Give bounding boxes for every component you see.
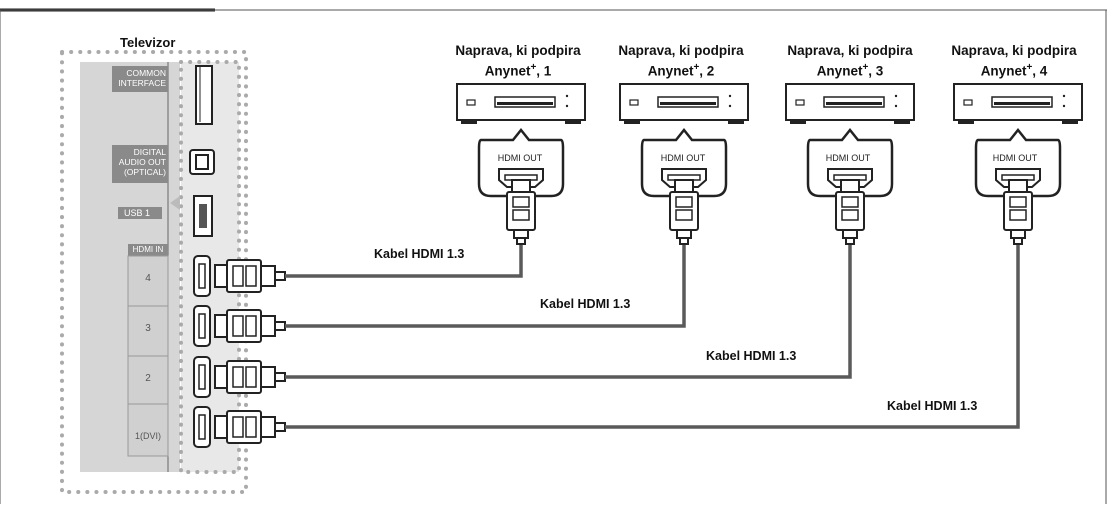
device-label-4: Naprava, ki podpira Anynet+, 4 bbox=[939, 42, 1089, 80]
hdmi-in-port-3: 3 bbox=[145, 323, 151, 334]
tv-plug-4 bbox=[214, 415, 228, 439]
tv-plug-1 bbox=[214, 264, 228, 288]
device-label-1: Naprava, ki podpira Anynet+, 1 bbox=[443, 42, 593, 80]
device-3-sup: + bbox=[862, 62, 869, 73]
device-2-hdmi-out-label: HDMI OUT bbox=[660, 153, 706, 163]
usb-label: USB 1 bbox=[124, 208, 151, 218]
cable-label-2: Kabel HDMI 1.3 bbox=[540, 297, 631, 311]
device-2-sup: + bbox=[693, 62, 700, 73]
common-interface-label: COMMON INTERFACE bbox=[118, 68, 166, 88]
cable-1 bbox=[285, 242, 523, 278]
cable-3 bbox=[285, 242, 852, 379]
hdmi-in-port-1-dvi: 1(DVI) bbox=[134, 431, 161, 441]
hdmi-in-label: HDMI IN bbox=[132, 245, 164, 254]
anynet-devices bbox=[456, 83, 1083, 245]
device-label-3: Naprava, ki podpira Anynet+, 3 bbox=[775, 42, 925, 80]
device-2-num: , 2 bbox=[699, 63, 715, 79]
device-3-line2: Anynet bbox=[816, 63, 863, 79]
device-plug-3 bbox=[840, 179, 860, 193]
cable-label-3: Kabel HDMI 1.3 bbox=[706, 349, 797, 363]
hdmi-in-port-2: 2 bbox=[145, 373, 151, 384]
device-3-num: , 3 bbox=[868, 63, 884, 79]
tv-hdmi-ports bbox=[193, 255, 211, 448]
device-label-2: Naprava, ki podpira Anynet+, 2 bbox=[606, 42, 756, 80]
device-4-sup: + bbox=[1026, 62, 1033, 73]
digital-audio-out-label: DIGITAL AUDIO OUT (OPTICAL) bbox=[118, 147, 166, 177]
tv-outline-dotted bbox=[60, 50, 248, 494]
device-2-line1: Naprava, ki podpira bbox=[618, 43, 744, 58]
device-plug-1 bbox=[511, 179, 531, 193]
device-4-num: , 4 bbox=[1032, 63, 1048, 79]
tv-panel bbox=[60, 50, 248, 494]
tv-plug-3 bbox=[214, 365, 228, 389]
tv-plug-2 bbox=[214, 314, 228, 338]
device-3-hdmi-out-label: HDMI OUT bbox=[825, 153, 871, 163]
device-1-hdmi-out-label: HDMI OUT bbox=[497, 153, 543, 163]
cable-label-1: Kabel HDMI 1.3 bbox=[374, 247, 465, 261]
hdmi-cables bbox=[214, 242, 1020, 444]
device-1-num: , 1 bbox=[536, 63, 552, 79]
cable-label-4: Kabel HDMI 1.3 bbox=[887, 399, 978, 413]
device-1-line2: Anynet bbox=[484, 63, 531, 79]
device-1-line1: Naprava, ki podpira bbox=[455, 43, 581, 58]
hdmi-in-port-4: 4 bbox=[145, 273, 151, 284]
device-4-line1: Naprava, ki podpira bbox=[951, 43, 1077, 58]
device-4-line2: Anynet bbox=[980, 63, 1027, 79]
device-2-line2: Anynet bbox=[647, 63, 694, 79]
frame-border bbox=[0, 9, 1107, 504]
device-4-hdmi-out-label: HDMI OUT bbox=[992, 153, 1038, 163]
device-plug-2 bbox=[674, 179, 694, 193]
tv-title: Televizor bbox=[120, 35, 176, 50]
cable-4 bbox=[285, 242, 1020, 429]
device-plug-4 bbox=[1008, 179, 1028, 193]
cable-2 bbox=[285, 242, 686, 328]
device-1-sup: + bbox=[530, 62, 537, 73]
device-3-line1: Naprava, ki podpira bbox=[787, 43, 913, 58]
common-interface-slot bbox=[195, 65, 213, 125]
